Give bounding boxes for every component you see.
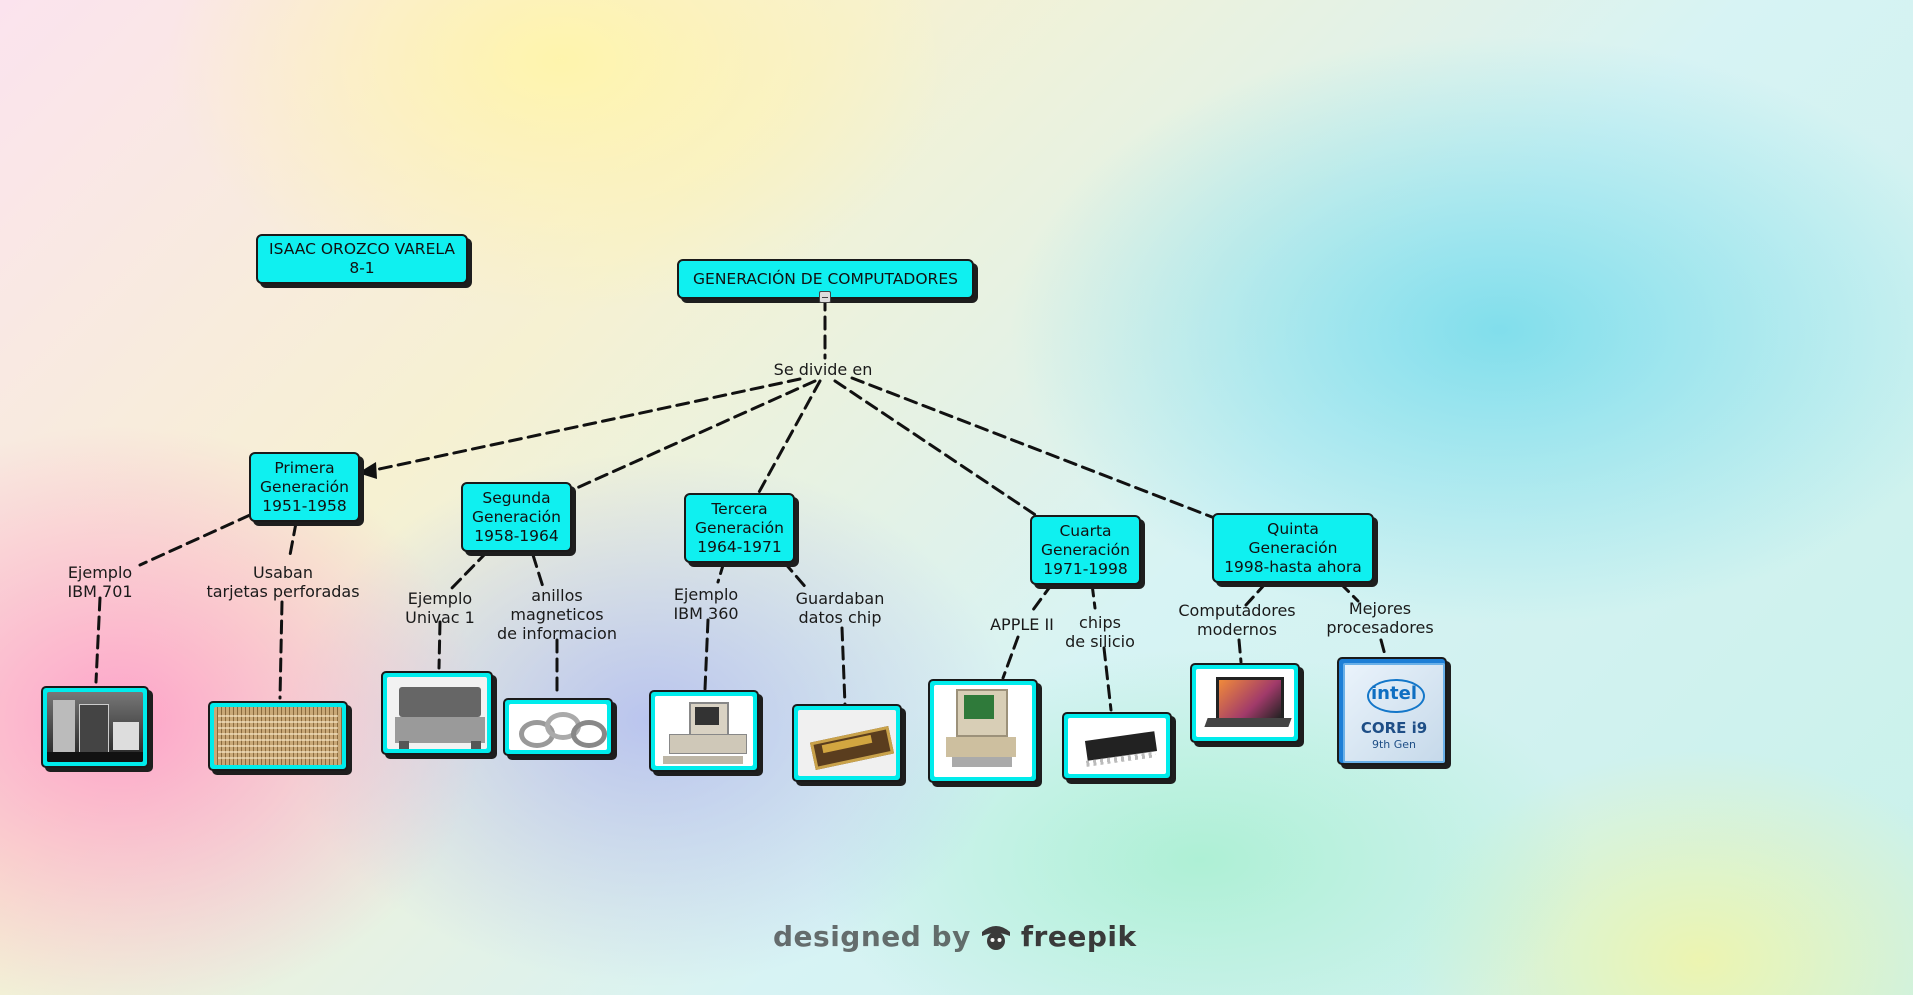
generation-name: Quinta [1267,519,1319,538]
generation-years: 1998-hasta ahora [1224,557,1362,576]
generation-years: 1951-1958 [262,496,347,515]
descriptor-label: APPLE II [990,615,1054,634]
punched-card-photo[interactable] [208,701,348,771]
univac-console-photo[interactable] [381,671,493,755]
apple-ii-computer-photo[interactable] [928,679,1038,783]
linking-phrase: Se divide en [773,360,873,379]
generation-name: Primera [274,458,335,477]
author-node[interactable]: ISAAC OROZCO VARELA 8-1 [256,234,468,284]
collapse-toggle-icon[interactable] [819,291,831,303]
freepik-logo-icon [981,925,1010,950]
intel-core-label: CORE i9 [1360,719,1428,737]
silicon-chip-photo[interactable] [1062,712,1172,780]
generation-word: Generación [260,477,349,496]
freepik-watermark: designed by freepik [773,920,1137,953]
laptop-photo[interactable] [1190,663,1300,743]
author-group: 8-1 [349,259,375,277]
generation-node-cuarta[interactable]: Cuarta Generación 1971-1998 [1030,515,1141,585]
author-name: ISAAC OROZCO VARELA [269,240,455,258]
generation-years: 1958-1964 [474,526,559,545]
generation-years: 1964-1971 [697,537,782,556]
generation-word: Generación [695,518,784,537]
integrated-circuit-chip-photo[interactable] [792,704,902,782]
ibm-701-mainframe-photo[interactable] [41,686,149,768]
generation-name: Segunda [482,488,551,507]
intel-brand-label: intel [1371,683,1417,704]
ibm-pc-computer-photo[interactable] [649,690,759,772]
generation-word: Generación [1248,538,1338,557]
root-concept-label: GENERACIÓN DE COMPUTADORES [693,269,958,288]
generation-name: Cuarta [1059,521,1112,540]
magnetic-core-rings-photo[interactable] [503,698,613,756]
generation-name: Tercera [711,499,768,518]
generation-word: Generación [1041,540,1130,559]
generation-node-quinta[interactable]: Quinta Generación 1998-hasta ahora [1212,513,1374,583]
generation-node-primera[interactable]: Primera Generación 1951-1958 [249,452,360,522]
intel-core-i9-badge[interactable]: intel CORE i9 9th Gen [1337,657,1447,765]
generation-years: 1971-1998 [1043,559,1128,578]
intel-gen-label: 9th Gen [1371,738,1417,751]
generation-node-segunda[interactable]: Segunda Generación 1958-1964 [461,482,572,552]
generation-word: Generación [472,507,561,526]
generation-node-tercera[interactable]: Tercera Generación 1964-1971 [684,493,795,563]
